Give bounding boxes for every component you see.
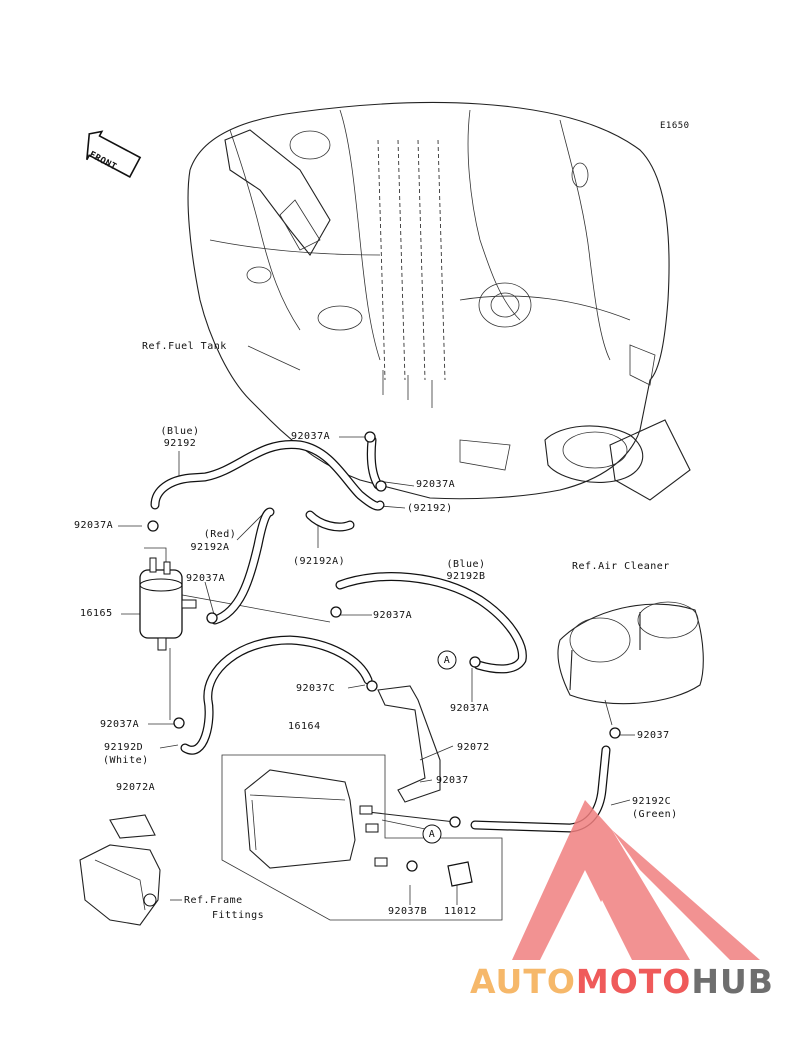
label-ref-air-cleaner: Ref.Air Cleaner	[572, 561, 670, 572]
label-clamp-92037b: 92037B	[388, 906, 428, 917]
label-ref-frame-fittings: Fittings	[212, 910, 265, 921]
label-hose-92192a: (92192A)	[293, 556, 346, 567]
hoses	[150, 435, 611, 833]
label-part-11012: 11012	[444, 906, 477, 917]
label-part-92072: 92072	[457, 742, 490, 753]
watermark: AUTOMOTOHUB	[470, 962, 774, 1001]
bracket-92072	[377, 685, 441, 803]
label-clamp-92037a-6: 92037A	[450, 703, 490, 714]
front-arrow-icon	[86, 130, 142, 179]
marker-circles	[422, 650, 457, 844]
label-red-color: (Red)	[203, 529, 237, 540]
label-ref-frame: Ref.Frame	[184, 895, 243, 906]
fuel-filter-16165	[139, 557, 197, 651]
label-clamp-92037a-3: 92037A	[74, 520, 114, 531]
label-blue-2-part: 92192B	[446, 571, 486, 582]
label-white-part: 92192D	[104, 742, 144, 753]
label-part-92037-2: 92037	[436, 775, 469, 786]
label-ref-fuel-tank: Ref.Fuel Tank	[142, 341, 227, 352]
label-clamp-92037: 92037	[637, 730, 670, 741]
label-green-part: 92192C	[632, 796, 672, 807]
label-blue-2-color: (Blue)	[446, 559, 486, 570]
label-part-92072a: 92072A	[116, 782, 156, 793]
watermark-hub: HUB	[691, 962, 774, 1001]
air-cleaner	[557, 601, 704, 726]
fuel-tank-outline	[187, 101, 691, 501]
label-clamp-92037a-5: 92037A	[373, 610, 413, 621]
label-clamp-92037c: 92037C	[296, 683, 336, 694]
label-hose-92192: (92192)	[407, 503, 453, 514]
watermark-logo-icon	[512, 800, 760, 960]
label-red-part: 92192A	[190, 542, 230, 553]
label-clamp-92037a-7: 92037A	[100, 719, 140, 730]
label-part-16165: 16165	[80, 608, 113, 619]
label-blue-1-part: 92192	[163, 438, 197, 449]
canister-16164	[221, 754, 503, 921]
label-white-color: (White)	[103, 755, 149, 766]
label-marker-a-2: A	[428, 829, 436, 840]
clamp-icons	[147, 431, 621, 872]
frame-fittings	[79, 814, 161, 926]
label-clamp-92037a-1: 92037A	[291, 431, 331, 442]
label-green-color: (Green)	[632, 809, 678, 820]
label-clamp-92037a-4: 92037A	[186, 573, 226, 584]
watermark-moto: MOTO	[575, 962, 692, 1001]
label-part-16164: 16164	[288, 721, 321, 732]
watermark-auto: AUTO	[470, 962, 576, 1001]
diagram-code: E1650	[660, 121, 690, 131]
label-marker-a-1: A	[443, 655, 451, 666]
label-clamp-92037a-2: 92037A	[416, 479, 456, 490]
label-blue-1-color: (Blue)	[160, 426, 200, 437]
